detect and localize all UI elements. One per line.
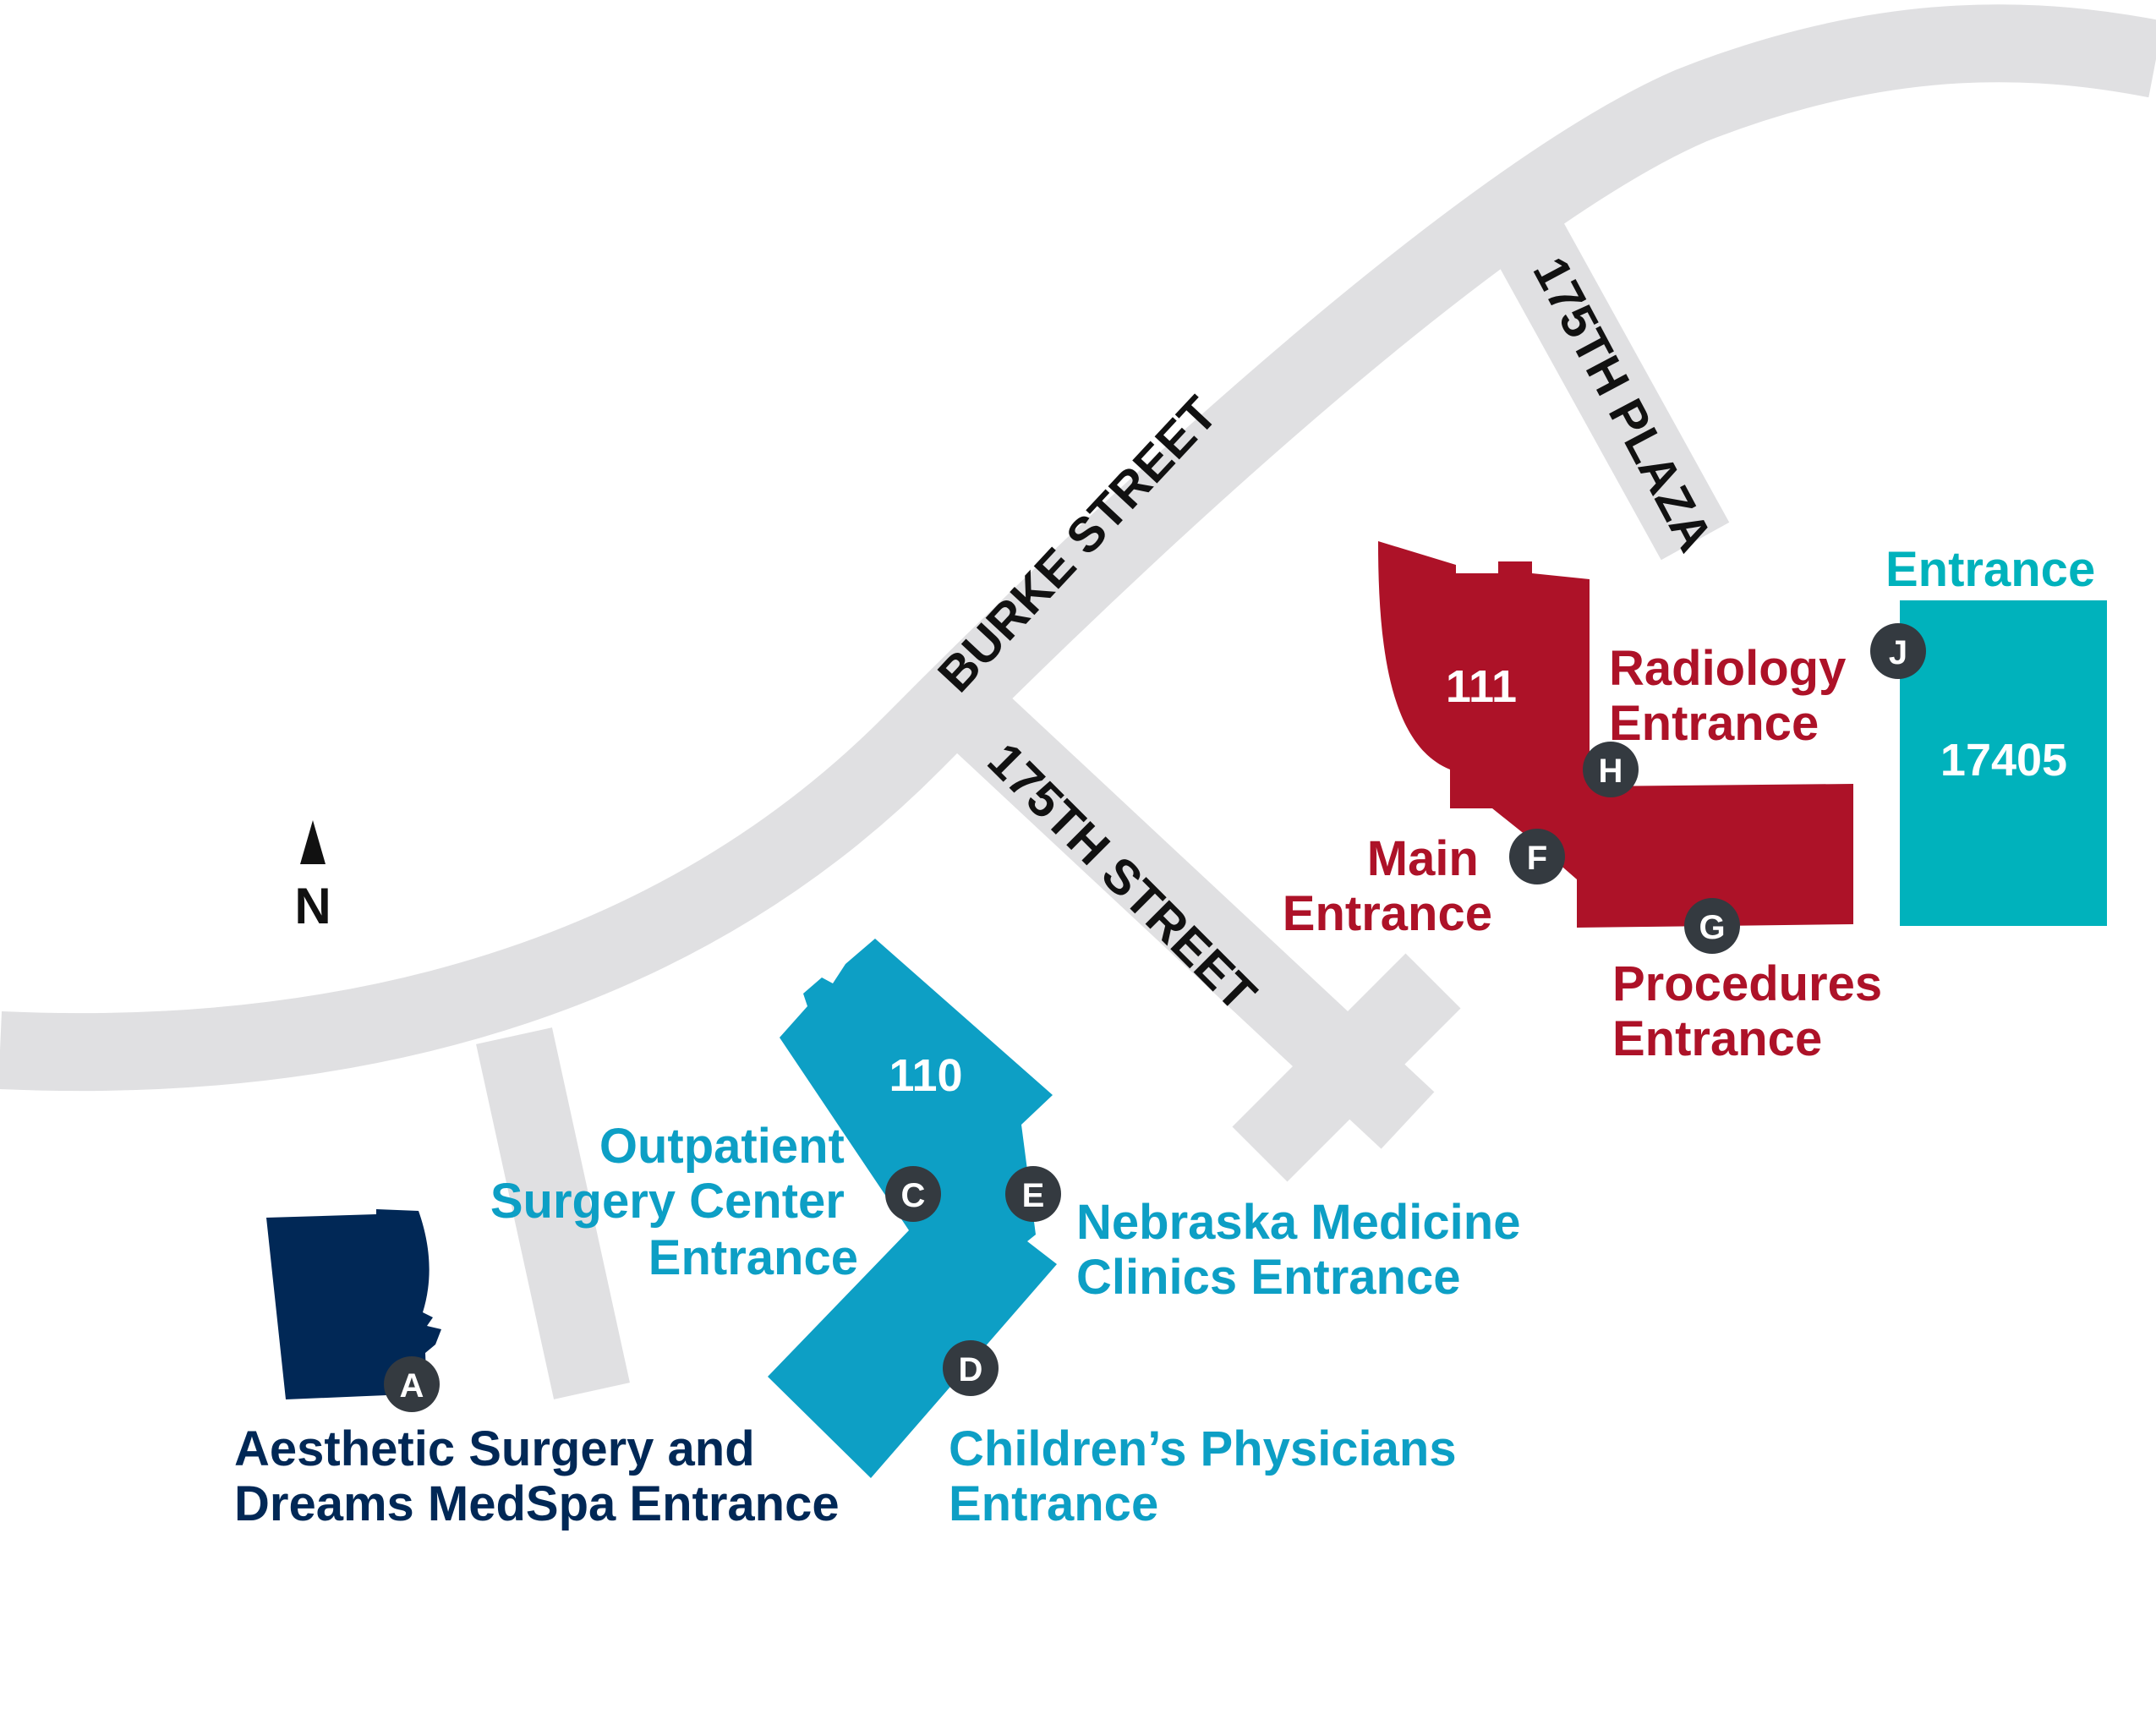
marker-c-circle xyxy=(885,1166,941,1222)
outpatient-entrance-line3: Entrance xyxy=(648,1230,858,1285)
nebraska-entrance-line2: Clinics Entrance xyxy=(1076,1250,1460,1305)
marker-c[interactable]: C xyxy=(885,1166,941,1222)
marker-d-letter: D xyxy=(959,1351,983,1388)
childrens-entrance-line1: Children’s Physicians xyxy=(949,1421,1457,1476)
marker-g-letter: G xyxy=(1699,909,1725,946)
main-entrance-line1: Main xyxy=(1367,831,1479,886)
175th-street-label: 175TH STREET xyxy=(977,732,1267,1021)
marker-h-letter: H xyxy=(1599,753,1623,790)
marker-a-circle xyxy=(384,1356,440,1412)
nebraska-entrance-line1: Nebraska Medicine xyxy=(1076,1195,1520,1250)
aesthetic-entrance-line2: Dreams MedSpa Entrance xyxy=(234,1476,840,1531)
left-spur-road xyxy=(476,1027,630,1399)
j-entrance-line1: Entrance xyxy=(1885,542,2095,597)
radiology-entrance-line1: Radiology xyxy=(1609,641,1846,696)
175th-plaza-label: 175TH PLAZA xyxy=(1523,249,1723,561)
radiology-entrance-line2: Entrance xyxy=(1609,696,1819,751)
building-17405 xyxy=(1900,600,2107,926)
marker-c-letter: C xyxy=(901,1177,926,1214)
marker-h[interactable]: H xyxy=(1583,742,1639,797)
burke-street-label: BURKE STREET xyxy=(928,386,1228,703)
building-111 xyxy=(1378,541,1853,928)
marker-d[interactable]: D xyxy=(943,1340,999,1396)
marker-f-letter: F xyxy=(1527,840,1547,877)
marker-a[interactable]: A xyxy=(384,1356,440,1412)
main-entrance-label: Main Entrance xyxy=(1283,831,1492,941)
marker-g[interactable]: G xyxy=(1684,898,1740,954)
175th-street-cross-road xyxy=(1232,953,1461,1182)
building-111-label: 111 xyxy=(1446,661,1517,712)
marker-e[interactable]: E xyxy=(1005,1166,1061,1222)
marker-j[interactable]: J xyxy=(1870,623,1926,679)
outpatient-entrance-line2: Surgery Center xyxy=(490,1174,845,1229)
childrens-entrance-label: Children’s Physicians Entrance xyxy=(949,1421,1470,1531)
aesthetic-building xyxy=(266,1209,441,1399)
marker-e-letter: E xyxy=(1022,1177,1045,1214)
marker-d-circle xyxy=(943,1340,999,1396)
marker-j-letter: J xyxy=(1889,634,1907,671)
burke-street-road xyxy=(0,4,2156,1092)
north-arrow-icon xyxy=(300,820,326,864)
marker-h-circle xyxy=(1583,742,1639,797)
north-label: N xyxy=(294,878,331,934)
procedures-entrance-label: Procedures Entrance xyxy=(1612,956,1896,1066)
aesthetic-entrance-label: Aesthetic Surgery and Dreams MedSpa Entr… xyxy=(234,1421,840,1531)
marker-f-circle xyxy=(1509,829,1565,884)
marker-e-circle xyxy=(1005,1166,1061,1222)
outpatient-entrance-label: Outpatient Surgery Center Entrance xyxy=(490,1119,858,1285)
j-entrance-label: Entrance xyxy=(1885,542,2095,597)
procedures-entrance-line2: Entrance xyxy=(1612,1011,1822,1066)
main-entrance-line2: Entrance xyxy=(1283,886,1492,941)
outpatient-entrance-line1: Outpatient xyxy=(599,1119,845,1174)
procedures-entrance-line1: Procedures xyxy=(1612,956,1882,1011)
building-110-label: 110 xyxy=(889,1050,962,1101)
marker-a-letter: A xyxy=(400,1367,424,1405)
marker-g-circle xyxy=(1684,898,1740,954)
childrens-entrance-line2: Entrance xyxy=(949,1476,1158,1531)
compass: N xyxy=(294,820,331,934)
aesthetic-entrance-line1: Aesthetic Surgery and xyxy=(234,1421,755,1476)
building-17405-label: 17405 xyxy=(1940,735,2067,786)
175th-plaza-road xyxy=(1483,200,1730,561)
marker-j-circle xyxy=(1870,623,1926,679)
nebraska-entrance-label: Nebraska Medicine Clinics Entrance xyxy=(1076,1195,1535,1305)
radiology-entrance-label: Radiology Entrance xyxy=(1609,641,1859,751)
roads xyxy=(0,4,2156,1399)
entrance-labels: Aesthetic Surgery and Dreams MedSpa Entr… xyxy=(234,542,2095,1531)
marker-f[interactable]: F xyxy=(1509,829,1565,884)
